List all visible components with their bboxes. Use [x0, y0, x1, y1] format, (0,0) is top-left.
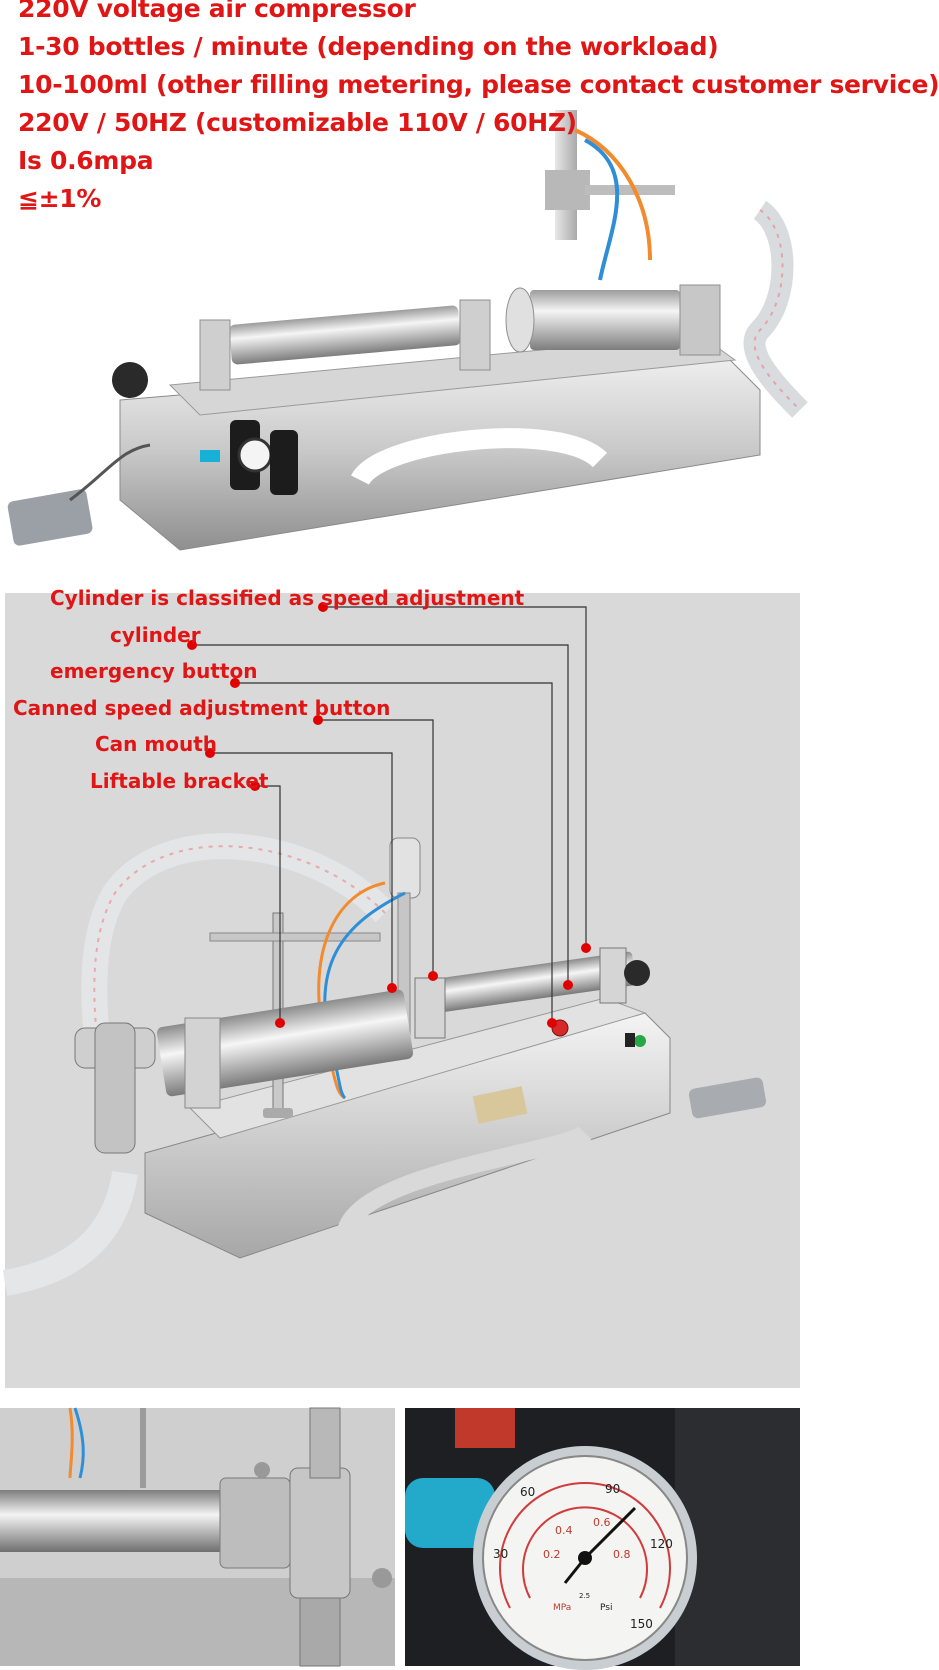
leader-can-mouth	[210, 752, 393, 988]
hose-right	[743, 200, 808, 418]
gauge-label-120: 120	[650, 1537, 673, 1551]
gauge-label-90: 90	[605, 1482, 620, 1496]
gauge-label-0.8: 0.8	[613, 1548, 631, 1561]
foot-pedal	[688, 1077, 767, 1119]
green-switch	[634, 1035, 646, 1047]
dot-emergency	[230, 678, 240, 688]
nameplate	[472, 1086, 528, 1124]
leader-emergency	[235, 682, 553, 1023]
foot-pedal	[7, 489, 93, 546]
machine-photo-top	[7, 110, 808, 551]
gauge-unit-mpa: MPa	[553, 1603, 571, 1613]
dot-cylinder	[187, 640, 197, 650]
spec-section: 220V voltage air compressor 1-30 bottles…	[0, 0, 939, 580]
spec-line-pressure: Is 0.6mpa	[18, 146, 154, 175]
air-cylinder	[229, 305, 461, 365]
pressure-gauge: 30 60 90 120 150 0.2 0.4 0.6 0.8 MPa Psi…	[405, 1408, 800, 1670]
gauge-label-0.2: 0.2	[543, 1548, 561, 1561]
dot-can-mouth	[205, 748, 215, 758]
machine-photo-diagram	[2, 602, 767, 1296]
gauge-label-0.6: 0.6	[593, 1516, 611, 1529]
gauge-needle	[583, 1506, 637, 1560]
leader-speed-cylinder	[323, 606, 587, 948]
material-cylinder	[530, 290, 680, 350]
closeup-gauge-photo: 30 60 90 120 150 0.2 0.4 0.6 0.8 MPa Psi…	[405, 1408, 800, 1670]
closeup-cylinder-photo	[0, 1407, 395, 1667]
callout-emergency-button: emergency button	[50, 659, 258, 683]
callout-liftable-bracket: Liftable bracket	[90, 769, 269, 793]
hand-wheel	[624, 960, 650, 986]
callout-can-mouth: Can mouth	[95, 732, 217, 756]
gauge-label-150: 150	[630, 1617, 653, 1631]
spec-line-accuracy: ≦±1%	[18, 184, 102, 213]
hand-wheel	[112, 362, 148, 398]
leader-canned-speed	[318, 719, 434, 976]
gauge-label-30: 30	[493, 1547, 508, 1561]
air-cylinder	[434, 951, 636, 1013]
spec-line-volume: 10-100ml (other filling metering, please…	[18, 70, 939, 99]
callout-speed-cylinder: Cylinder is classified as speed adjustme…	[50, 586, 525, 610]
callout-cylinder: cylinder	[110, 623, 201, 647]
dot-bracket	[250, 781, 260, 791]
component-diagram: Cylinder is classified as speed adjustme…	[2, 586, 800, 1388]
gauge-unit-psi: Psi	[600, 1603, 612, 1613]
spec-line-air: 220V voltage air compressor	[18, 0, 416, 23]
gauge-label-60: 60	[520, 1485, 535, 1499]
gauge-class: 2.5	[579, 1592, 590, 1600]
dot-speed-cylinder	[318, 602, 328, 612]
dot-canned-speed	[313, 715, 323, 725]
callout-canned-speed-button: Canned speed adjustment button	[13, 696, 391, 720]
material-cylinder	[156, 989, 414, 1097]
leader-bracket	[255, 785, 281, 1023]
spec-line-speed: 1-30 bottles / minute (depending on the …	[18, 32, 719, 61]
photo-divider	[395, 1408, 405, 1666]
cylinder-closeup-illustration	[0, 1407, 395, 1667]
leader-cylinder	[192, 644, 569, 985]
gauge-label-0.4: 0.4	[555, 1524, 573, 1537]
spec-line-power: 220V / 50HZ (customizable 110V / 60HZ)	[18, 108, 577, 137]
